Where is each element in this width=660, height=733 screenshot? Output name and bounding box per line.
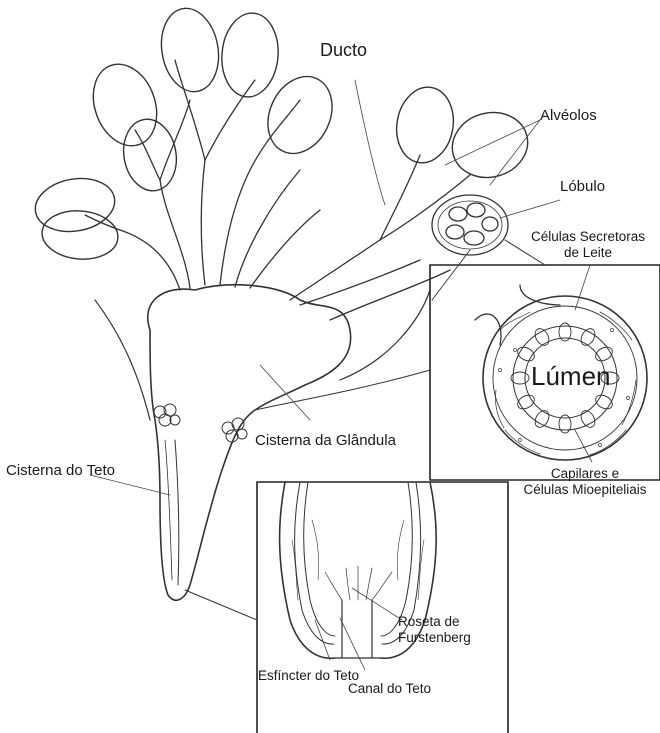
label-celulas-secretoras-line1: Células Secretoras	[518, 229, 658, 245]
alveoli	[31, 4, 535, 262]
alveolus	[256, 66, 344, 164]
label-lumen: Lúmen	[531, 362, 611, 392]
teat-canal	[342, 600, 372, 658]
gland-outer-contour-right	[340, 290, 430, 380]
teat-cistern-inner	[175, 440, 179, 585]
label-alveolos: Alvéolos	[540, 107, 597, 124]
teat-inset	[185, 482, 508, 733]
label-esfincter: Esfíncter do Teto	[258, 668, 359, 684]
alveolus	[391, 83, 459, 168]
label-capilares-line2: Células Mioepiteliais	[512, 482, 658, 498]
label-roseta-line2: Furstenberg	[398, 630, 471, 646]
gland-outer-contour-left	[95, 300, 150, 420]
label-roseta-line1: Roseta de	[398, 614, 471, 630]
leader-lines	[90, 80, 592, 670]
alveolus	[445, 104, 535, 185]
label-roseta: Roseta de Furstenberg	[398, 614, 471, 645]
label-celulas-secretoras: Células Secretoras de Leite	[518, 229, 658, 260]
label-canal: Canal do Teto	[348, 681, 431, 697]
label-capilares-line1: Capilares e	[512, 466, 658, 482]
duct-branches	[85, 60, 470, 320]
cistern-nodules	[154, 404, 247, 442]
alveolus	[155, 4, 225, 96]
label-cisterna-glandula: Cisterna da Glândula	[255, 432, 396, 449]
alveolus	[31, 172, 119, 237]
label-capilares: Capilares e Células Mioepiteliais	[512, 466, 658, 497]
alveolus-inset	[430, 240, 660, 480]
label-ducto: Ducto	[320, 40, 367, 61]
teat-wall-left	[280, 482, 335, 658]
alveolus	[118, 115, 182, 195]
label-cisterna-teto: Cisterna do Teto	[6, 462, 115, 479]
label-lobulo: Lóbulo	[560, 178, 605, 195]
label-celulas-secretoras-line2: de Leite	[518, 245, 658, 261]
furstenberg-rosette	[325, 566, 392, 600]
lobule	[432, 195, 508, 255]
